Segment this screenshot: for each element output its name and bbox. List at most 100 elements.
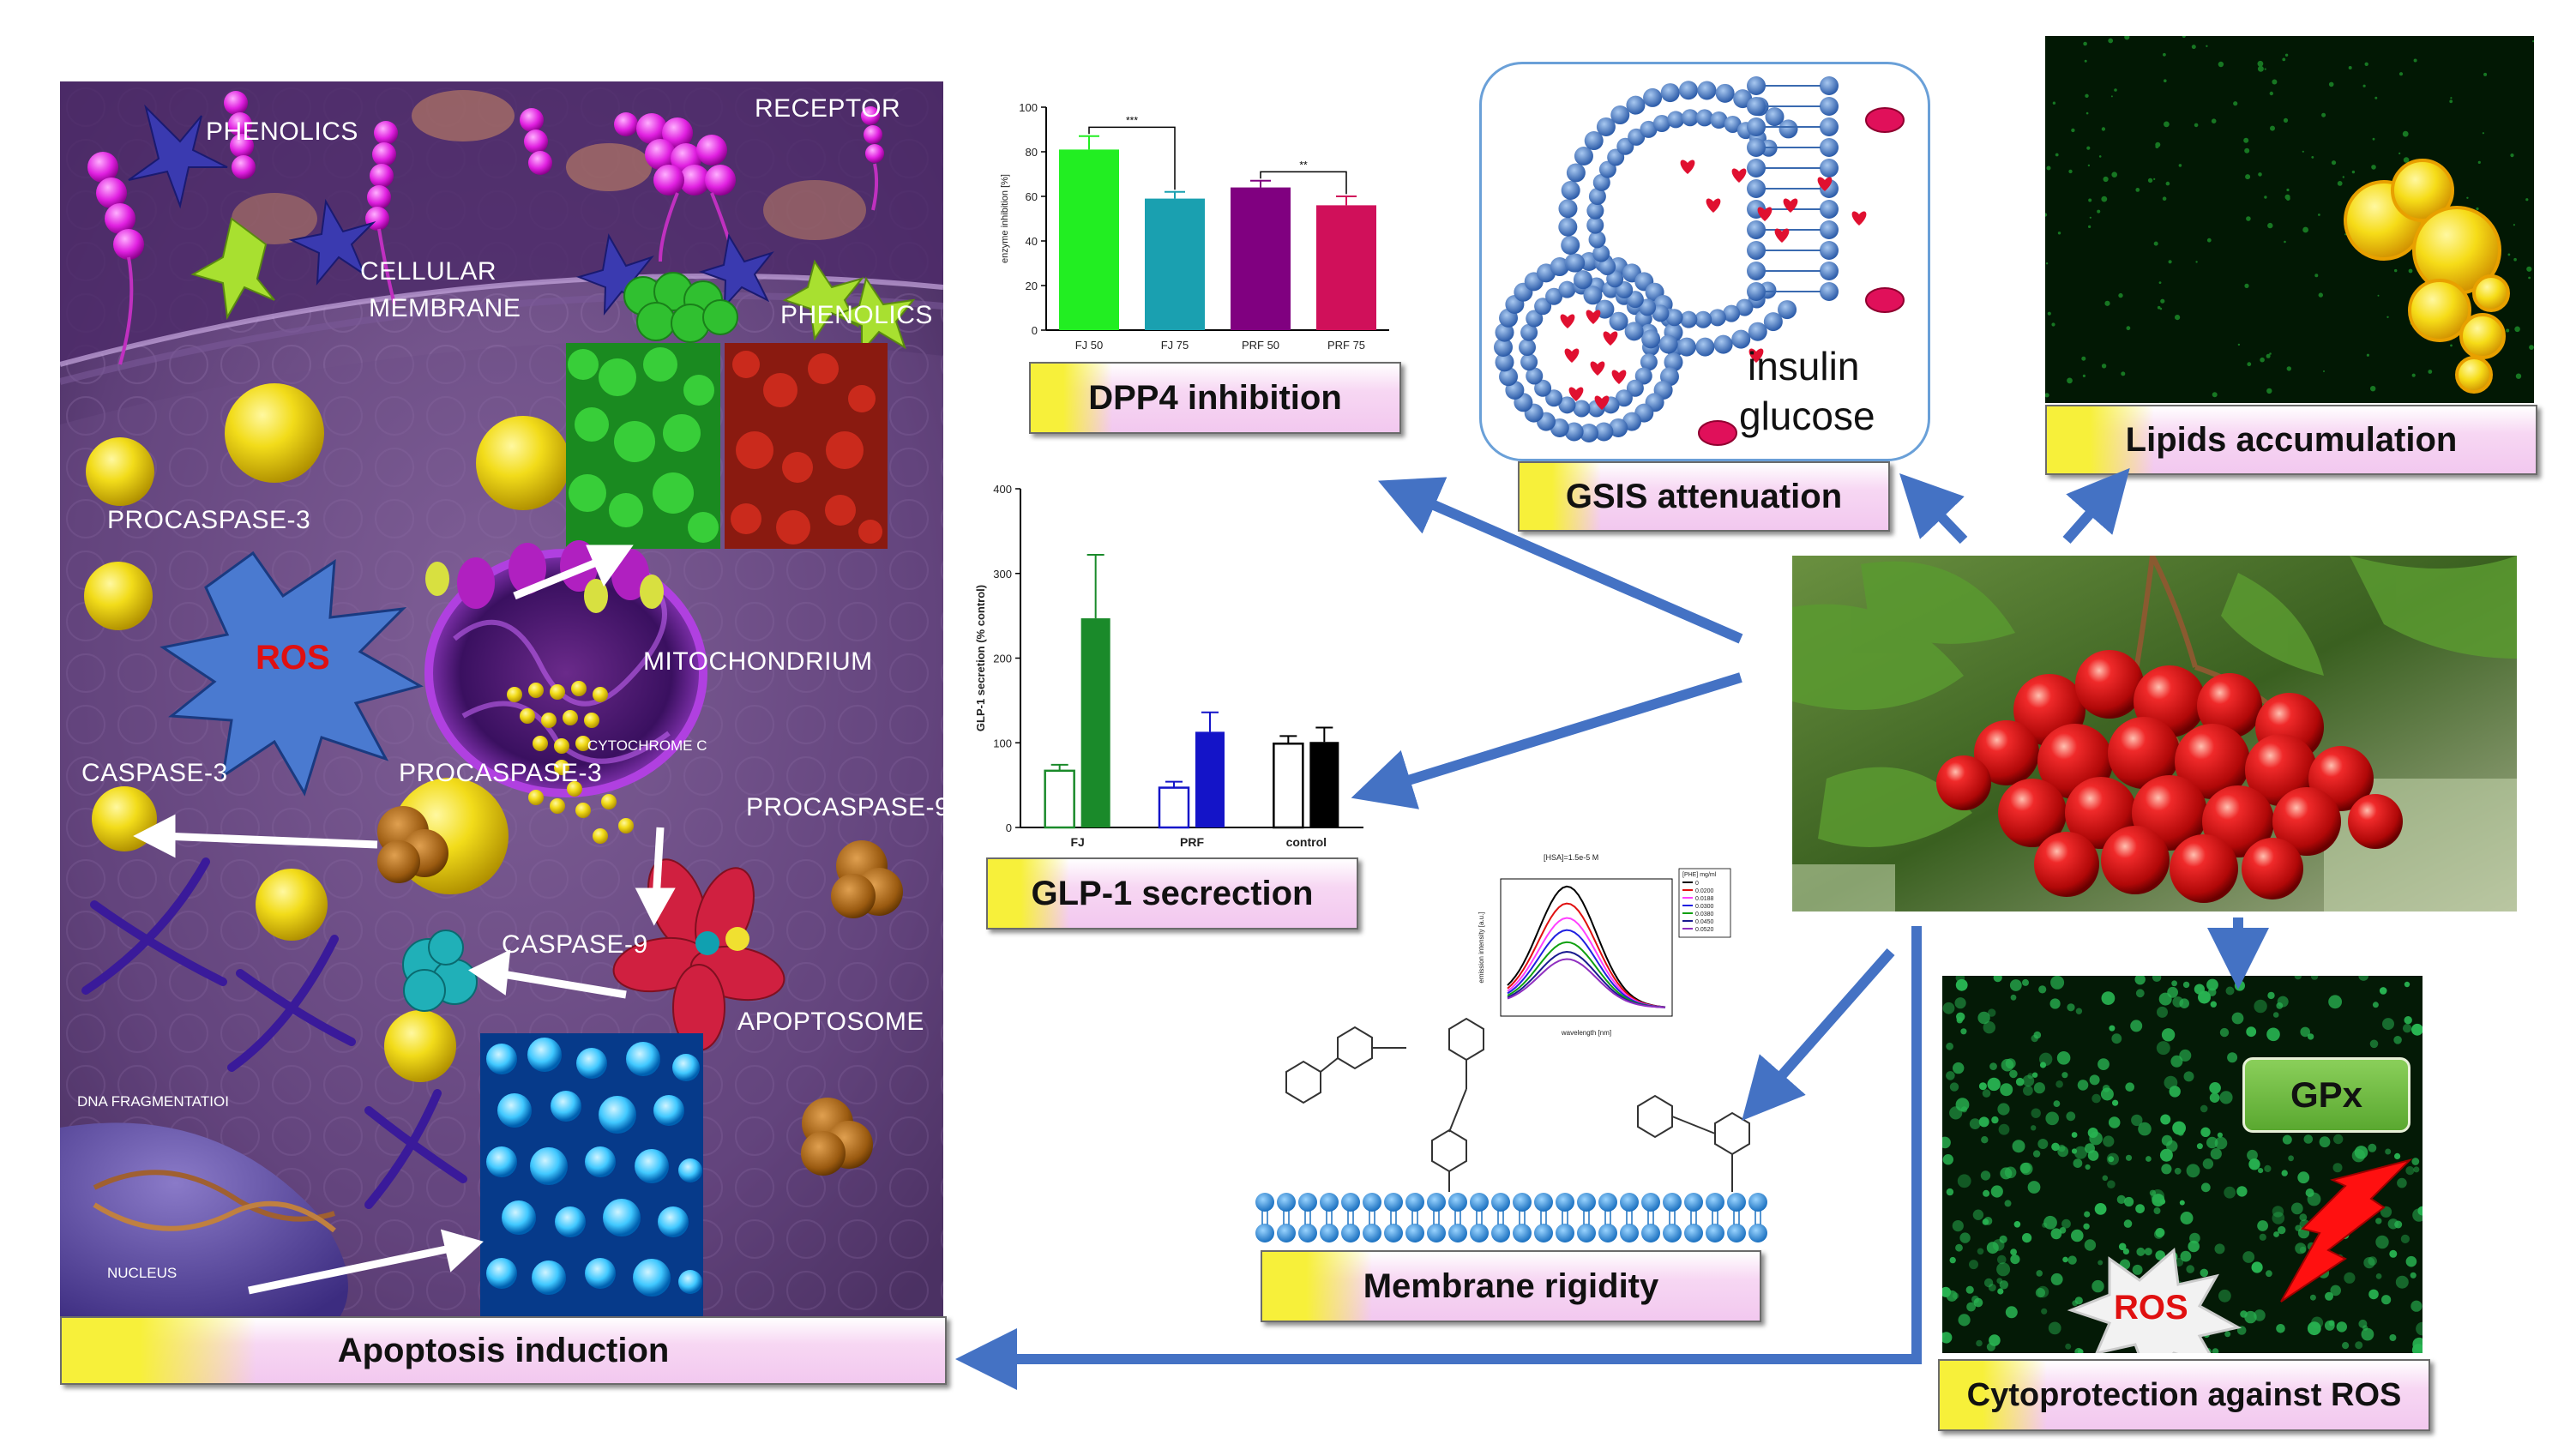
dpp4-significance-label: *** <box>1126 114 1138 126</box>
label-procaspase-3-a: PROCASPASE-3 <box>107 506 311 534</box>
fluorescence-inset-red <box>725 343 888 549</box>
glp1-bar-open <box>1158 786 1190 829</box>
nucleus <box>60 1122 348 1325</box>
glucose-ovals <box>1698 107 1905 446</box>
membrane-bilayer-illustration <box>1255 1017 1767 1242</box>
glp1-category-label: FJ <box>1070 835 1084 849</box>
red-berries <box>1936 650 2403 903</box>
caption-cytoprotection-text: Cytoprotection against ROS <box>1966 1376 2402 1413</box>
emission-x-label: wavelength [nm] <box>1561 1029 1611 1037</box>
emission-legend-item: 0.0188 <box>1695 896 1714 902</box>
glp1-bar-filled <box>1080 618 1110 827</box>
emission-legend-header: [PHE] mg/ml <box>1682 872 1717 878</box>
berries-illustration <box>1792 556 2517 912</box>
phenolic-structures <box>1285 1017 1750 1192</box>
caption-glp1-text: GLP-1 secrection <box>1031 874 1314 912</box>
apoptosis-illustration <box>58 81 944 1325</box>
emission-legend-item: 0 <box>1695 881 1699 887</box>
dpp4-category-label: PRF 75 <box>1327 339 1365 352</box>
pathway-arrows <box>133 545 676 1295</box>
label-cytochrome-c: CYTOCHROME C <box>587 737 707 754</box>
glp1-ytick-label: 100 <box>993 737 1012 749</box>
dpp4-category-label: FJ 50 <box>1075 339 1104 352</box>
arrow-to-lipids <box>2062 467 2130 544</box>
glp1-bar-open <box>1044 769 1075 829</box>
dna-fragments <box>81 857 467 1209</box>
glp1-bar-filled <box>1195 731 1225 827</box>
dpp4-bar <box>1316 205 1376 330</box>
lipid-droplets <box>2344 159 2510 394</box>
mitochondrium <box>424 540 707 844</box>
gpx-box: GPx <box>2242 1057 2410 1133</box>
lipids-microscopy-image <box>2045 36 2534 403</box>
arrow-to-dpp4 <box>1377 477 1743 644</box>
caption-membrane-rigidity: Membrane rigidity <box>1261 1250 1761 1322</box>
arrow-to-gsis <box>1899 473 1968 545</box>
dpp4-bar <box>1145 198 1205 330</box>
emission-legend-item: 0.0520 <box>1695 927 1714 933</box>
cytoprotection-illustration <box>1942 976 2423 1353</box>
glp1-ytick-label: 300 <box>993 568 1012 581</box>
dpp4-significance-bracket <box>1260 171 1347 195</box>
glp1-category-label: PRF <box>1180 835 1204 849</box>
bilayer-right <box>1747 76 1839 301</box>
glp1-ytick-label: 0 <box>1006 821 1012 834</box>
glp1-category-label: control <box>1286 835 1327 849</box>
lipids-illustration <box>2045 36 2534 398</box>
label-cellular: CELLULAR <box>360 257 497 286</box>
label-caspase-3: CASPASE-3 <box>81 759 228 787</box>
dpp4-ytick-label: 60 <box>1026 190 1038 203</box>
insulin-legend-label: insulin <box>1748 344 1860 388</box>
label-procaspase-9: PROCASPASE-9 <box>746 793 950 821</box>
viburnum-berries-photo <box>1792 556 2517 912</box>
glp1-bar-filled <box>1309 742 1339 827</box>
ros-cyto-label: ROS <box>2114 1289 2188 1327</box>
emission-legend-item: 0.0450 <box>1695 919 1714 925</box>
dpp4-y-axis-label: enzyme inhibition [%] <box>1000 174 1010 263</box>
dpp4-category-label: PRF 50 <box>1242 339 1279 352</box>
label-ros-burst: ROS <box>256 639 330 677</box>
caption-lipids-accumulation: Lipids accumulation <box>2045 405 2537 475</box>
apoptosome <box>612 858 785 1051</box>
dpp4-category-label: FJ 75 <box>1161 339 1189 352</box>
label-apoptosome: APOPTOSOME <box>737 1008 924 1036</box>
dpp4-ytick-label: 20 <box>1026 280 1038 292</box>
dpp4-significance-label: ** <box>1299 159 1308 171</box>
fluorescence-inset-green <box>566 343 720 549</box>
dpp4-ytick-label: 100 <box>1019 101 1038 114</box>
dpp4-ytick-label: 0 <box>1032 324 1038 337</box>
dpp4-bar <box>1059 149 1119 330</box>
apoptosis-panel: PHENOLICS RECEPTOR CELLULAR MEMBRANE PHE… <box>58 81 949 1325</box>
gsis-panel: insulin glucose <box>1479 62 1930 461</box>
dpp4-ytick-label: 40 <box>1026 235 1038 248</box>
label-membrane: MEMBRANE <box>369 294 521 322</box>
arrow-to-glp1 <box>1351 672 1742 809</box>
gsis-vesicle-illustration <box>1494 76 1905 446</box>
emission-chart-title: [HSA]=1.5e-5 M <box>1544 853 1598 862</box>
caption-gsis-text: GSIS attenuation <box>1565 477 1843 515</box>
emission-legend-item: 0.0200 <box>1695 888 1714 894</box>
cytochrome-proteins <box>377 806 903 1176</box>
label-procaspase-3-b: PROCASPASE-3 <box>399 759 603 787</box>
label-mitochondrium: MITOCHONDRIUM <box>643 647 873 676</box>
dpp4-significance-bracket <box>1088 126 1176 190</box>
caption-apoptosis-induction: Apoptosis induction <box>60 1316 947 1385</box>
caption-cytoprotection: Cytoprotection against ROS <box>1938 1359 2430 1431</box>
ros-burst-white <box>2067 1248 2242 1353</box>
caption-dpp4-text: DPP4 inhibition <box>1088 378 1342 417</box>
dpp4-bar-chart: 0 20 40 60 80 100 enzyme inhibition [%] FJ 50 FJ… <box>1000 101 1389 352</box>
label-nucleus: NUCLEUS <box>107 1265 178 1281</box>
glucose-legend-label: glucose <box>1739 394 1875 438</box>
fluorescence-inset-blue <box>480 1033 703 1316</box>
caption-glp1-secrection: GLP-1 secrection <box>986 857 1358 930</box>
caption-lipids-text: Lipids accumulation <box>2125 420 2458 459</box>
caption-apoptosis-text: Apoptosis induction <box>337 1331 670 1369</box>
caption-gsis-attenuation: GSIS attenuation <box>1518 461 1890 532</box>
caption-membrane-text: Membrane rigidity <box>1363 1266 1659 1305</box>
dpp4-ytick-label: 80 <box>1026 146 1038 159</box>
emission-plot-frame <box>1500 878 1673 1017</box>
dpp4-bar <box>1231 187 1291 330</box>
gpx-label: GPx <box>2290 1074 2363 1115</box>
